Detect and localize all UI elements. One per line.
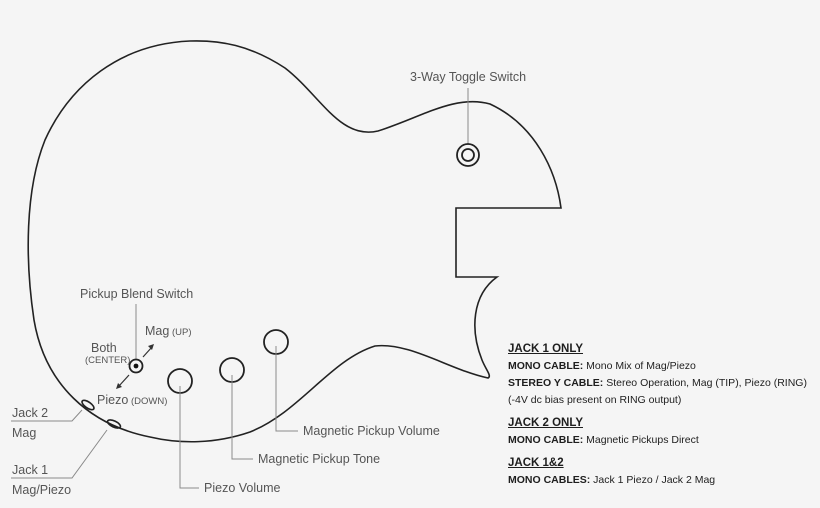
mag-volume-label: Magnetic Pickup Volume <box>303 424 440 438</box>
note-jack-2-only: JACK 2 ONLY MONO CABLE: Magnetic Pickups… <box>508 415 820 449</box>
note-heading: JACK 1&2 <box>508 457 564 469</box>
note-key: STEREO Y CABLE: <box>508 377 604 389</box>
note-key: MONO CABLE: <box>508 434 584 446</box>
toggle-switch-outer-icon[interactable] <box>456 143 480 167</box>
blend-piezo-label: Piezo <box>97 393 128 407</box>
note-value: Stereo Operation, Mag (TIP), Piezo (RING… <box>603 377 807 389</box>
jack-1-name: Jack 1 <box>12 463 48 477</box>
note-value: Mono Mix of Mag/Piezo <box>583 360 696 372</box>
jack-1-plate <box>106 419 122 429</box>
mag-up-arrow-icon <box>142 346 153 358</box>
guitar-body-outline <box>27 40 562 443</box>
note-heading: JACK 2 ONLY <box>508 417 583 429</box>
mag-up-arrowhead-icon <box>148 344 154 350</box>
blend-both-position: (CENTER) <box>85 355 130 366</box>
note-key: MONO CABLE: <box>508 360 584 372</box>
mag-volume-leader <box>275 346 298 432</box>
note-jack-1-and-2: JACK 1&2 MONO CABLES: Jack 1 Piezo / Jac… <box>508 455 820 489</box>
note-line: MONO CABLE: Mono Mix of Mag/Piezo <box>508 358 820 375</box>
jack-2-leader <box>11 409 83 422</box>
note-heading: JACK 1 ONLY <box>508 343 583 355</box>
mag-tone-label: Magnetic Pickup Tone <box>258 452 380 466</box>
note-line: MONO CABLES: Jack 1 Piezo / Jack 2 Mag <box>508 472 820 489</box>
blend-switch-icon[interactable] <box>128 358 144 374</box>
blend-switch-center-dot <box>133 363 139 369</box>
note-key: MONO CABLES: <box>508 474 591 486</box>
blend-mag-label: Mag <box>145 324 169 338</box>
jack-1-leader <box>11 429 108 479</box>
jack-2-desc: Mag <box>12 426 36 440</box>
note-line: STEREO Y CABLE: Stereo Operation, Mag (T… <box>508 375 820 392</box>
toggle-switch-inner-icon <box>461 148 475 162</box>
jack-2-name: Jack 2 <box>12 406 48 420</box>
toggle-switch-label: 3-Way Toggle Switch <box>410 70 526 84</box>
note-value: Magnetic Pickups Direct <box>583 434 699 446</box>
note-line: (-4V dc bias present on RING output) <box>508 392 820 409</box>
piezo-down-arrow-icon <box>118 374 130 387</box>
piezo-down-arrowhead-icon <box>116 383 122 389</box>
blend-mag-position: (UP) <box>172 327 192 338</box>
jack-notes-panel: JACK 1 ONLY MONO CABLE: Mono Mix of Mag/… <box>508 341 820 495</box>
note-jack-1-only: JACK 1 ONLY MONO CABLE: Mono Mix of Mag/… <box>508 341 820 409</box>
jack-2-plate <box>81 399 95 411</box>
mag-tone-leader <box>231 375 253 460</box>
jack-1-desc: Mag/Piezo <box>12 483 71 497</box>
note-value: (-4V dc bias present on RING output) <box>508 394 682 406</box>
note-value: Jack 1 Piezo / Jack 2 Mag <box>590 474 716 486</box>
piezo-volume-label: Piezo Volume <box>204 481 280 495</box>
piezo-volume-leader <box>179 386 199 489</box>
blend-both-label: Both <box>91 341 117 355</box>
note-line: MONO CABLE: Magnetic Pickups Direct <box>508 432 820 449</box>
blend-switch-label: Pickup Blend Switch <box>80 287 193 301</box>
blend-piezo-position: (DOWN) <box>131 396 167 407</box>
